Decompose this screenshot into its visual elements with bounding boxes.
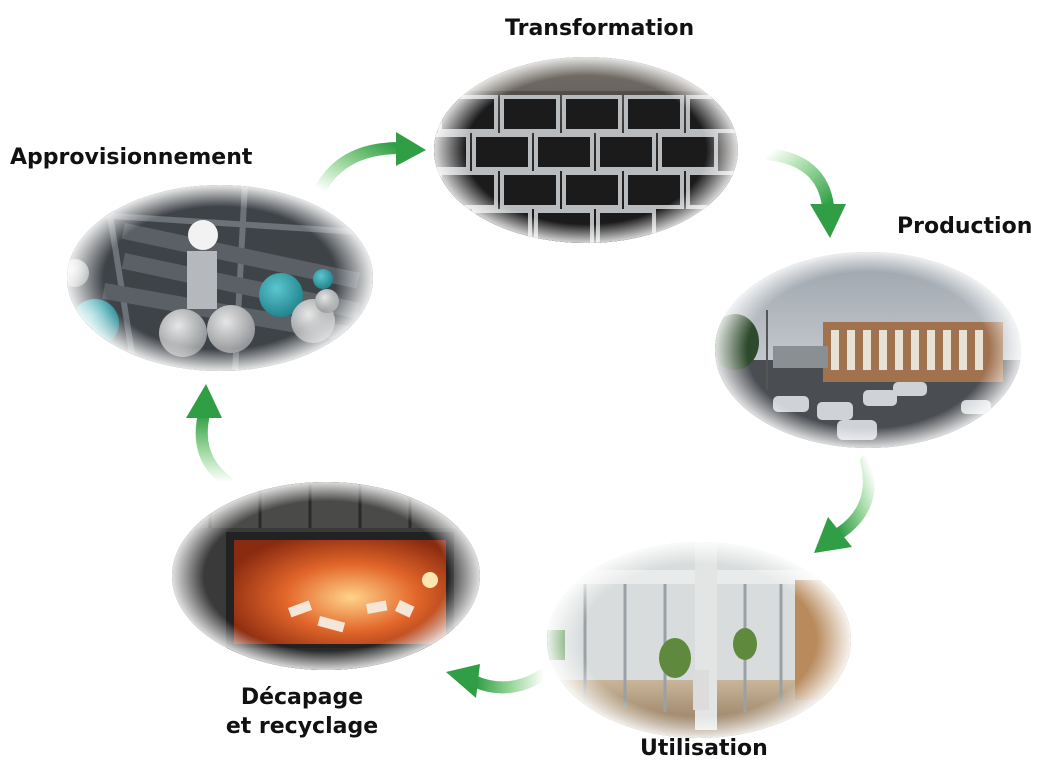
arrow-transformation-to-production bbox=[762, 146, 858, 246]
arrow-production-to-utilisation bbox=[808, 455, 888, 560]
arrow-decapage-to-approvisionnement bbox=[176, 378, 238, 490]
label-decapage-line2: et recyclage bbox=[225, 714, 379, 739]
label-approvisionnement: Approvisionnement bbox=[10, 145, 253, 170]
photo-utilisation bbox=[545, 540, 853, 740]
arrow-approvisionnement-to-transformation bbox=[312, 118, 442, 198]
label-decapage-recyclage: Décapage et recyclage bbox=[207, 683, 397, 741]
photo-transformation bbox=[432, 55, 740, 245]
photo-decapage bbox=[170, 480, 482, 672]
arrow-utilisation-to-decapage bbox=[440, 650, 552, 710]
label-transformation: Transformation bbox=[505, 16, 695, 41]
label-production: Production bbox=[897, 214, 1033, 239]
label-utilisation: Utilisation bbox=[640, 736, 768, 761]
photo-approvisionnement bbox=[65, 183, 375, 373]
label-decapage-line1: Décapage bbox=[240, 685, 364, 710]
photo-production bbox=[713, 250, 1023, 450]
